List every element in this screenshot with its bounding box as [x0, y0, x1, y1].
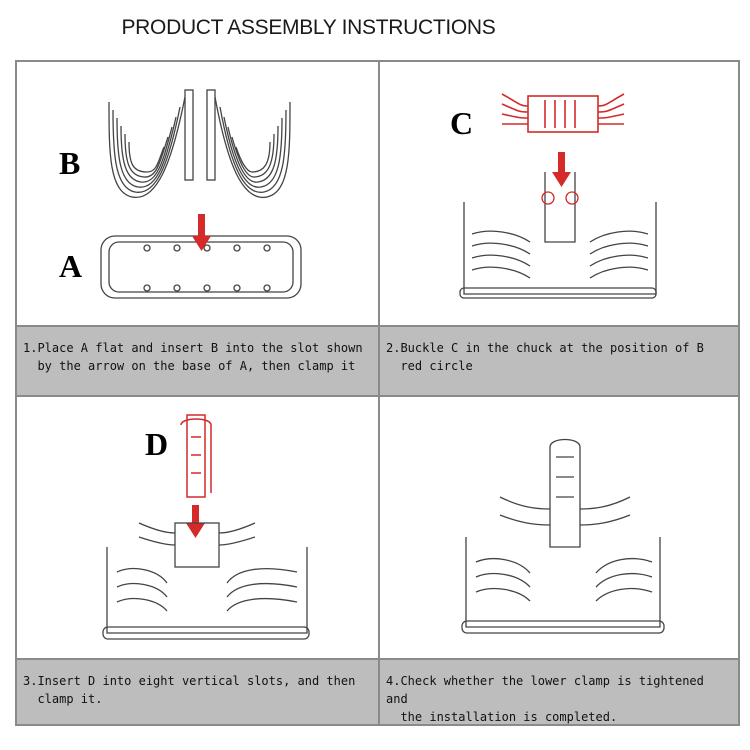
step-4-caption: 4.Check whether the lower clamp is tight… [378, 658, 740, 726]
step-4-illustration [461, 438, 665, 634]
step-2-caption: 2.Buckle C in the chuck at the position … [378, 325, 740, 397]
step-2-panel: C [378, 60, 740, 327]
completed-rack [461, 438, 665, 634]
red-arrow-icon [186, 505, 205, 538]
part-label-d: D [145, 426, 168, 462]
step-4-panel [378, 395, 740, 660]
page-title: PRODUCT ASSEMBLY INSTRUCTIONS [121, 16, 496, 39]
part-d-red-handle [180, 414, 212, 498]
assembled-rack [459, 172, 657, 299]
step-3-caption: 3.Insert D into eight vertical slots, an… [15, 658, 380, 726]
red-arrow-icon [552, 152, 571, 187]
part-c-red-clip [501, 93, 625, 133]
step-2-illustration: C [450, 93, 657, 299]
red-arrow-icon [192, 214, 211, 251]
part-label-c: C [450, 105, 473, 141]
dish-rack-b-parts [100, 89, 302, 299]
rack-with-clip [102, 522, 310, 640]
step-1-illustration: B A [59, 89, 302, 299]
part-label-a: A [59, 248, 82, 284]
step-1-caption: 1.Place A flat and insert B into the slo… [15, 325, 380, 397]
step-1-panel: B A [15, 60, 380, 327]
step-3-illustration: D [102, 414, 310, 640]
part-label-b: B [59, 145, 80, 181]
step-3-panel: D [15, 395, 380, 660]
